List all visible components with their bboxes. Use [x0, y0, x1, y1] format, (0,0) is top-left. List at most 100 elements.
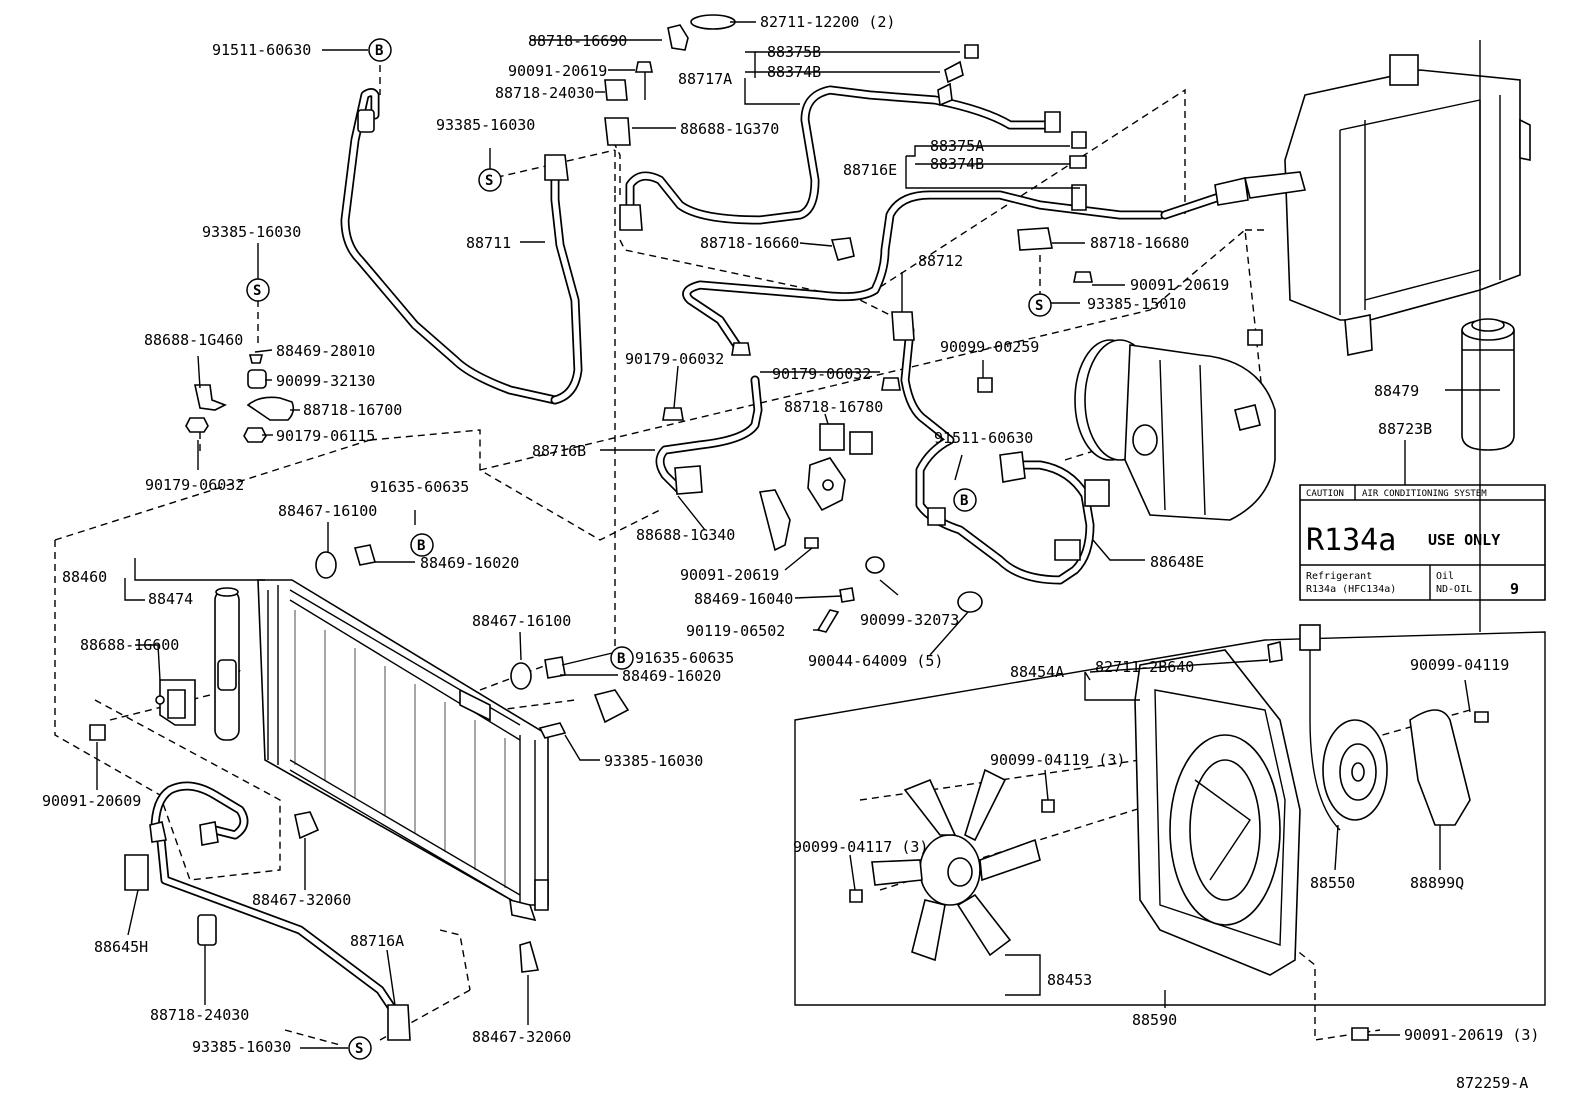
part-label: 82711-12200 (2) [760, 13, 895, 31]
part-label: 88453 [1047, 971, 1092, 989]
part-label: 90179-06115 [276, 427, 375, 445]
part-label: 88718-16700 [303, 401, 402, 419]
part-label: 90044-64009 (5) [808, 652, 943, 670]
leader-lines [96, 21, 1500, 1049]
part-label: 88899Q [1410, 874, 1464, 892]
ref-s-marker: S [1035, 298, 1043, 314]
part-label: 88718-16680 [1090, 234, 1189, 252]
part-label: 88688-1G370 [680, 120, 779, 138]
part-label: 88717A [678, 70, 732, 88]
ref-s-marker: S [355, 1041, 363, 1057]
part-label: 90099-04119 [1410, 656, 1509, 674]
part-label: 88467-32060 [472, 1028, 571, 1046]
part-label: 88688-1G460 [144, 331, 243, 349]
part-label: 88716E [843, 161, 897, 179]
part-label: 88716A [350, 932, 404, 950]
ref-b-marker: B [417, 538, 425, 554]
label-oil-type-text: ND-OIL [1436, 584, 1472, 595]
label-system-text: AIR CONDITIONING SYSTEM [1362, 489, 1487, 499]
part-label: 82711-2B640 [1095, 658, 1194, 676]
part-label: 88718-16660 [700, 234, 799, 252]
ref-b-marker: B [617, 651, 625, 667]
fan-assembly [794, 624, 1546, 1041]
part-label: 88469-28010 [276, 342, 375, 360]
part-label: 88467-16100 [472, 612, 571, 630]
label-use-only-text: USE ONLY [1428, 531, 1500, 549]
part-label: 88648E [1150, 553, 1204, 571]
diagram-id: 872259-A [1456, 1074, 1528, 1092]
part-label: 90091-20619 [1130, 276, 1229, 294]
part-label: 88469-16040 [694, 590, 793, 608]
part-label: 91511-60630 [934, 429, 1033, 447]
caution-label: CAUTION AIR CONDITIONING SYSTEM R134a US… [1299, 484, 1546, 601]
part-label: 90099-32073 [860, 611, 959, 629]
label-refrigerant-type-text: R134a (HFC134a) [1306, 584, 1396, 595]
part-labels: 91511-60630 93385-16030 93385-16030 8868… [42, 13, 1539, 1092]
part-label: 88716B [532, 442, 586, 460]
part-label: 88718-24030 [150, 1006, 249, 1024]
part-label: 90099-04117 (3) [793, 838, 928, 856]
part-label: 88688-1G600 [80, 636, 179, 654]
part-label: 88469-16020 [622, 667, 721, 685]
part-label: 90091-20609 [42, 792, 141, 810]
part-label: 93385-16030 [436, 116, 535, 134]
label-refrigerant-text: Refrigerant [1306, 571, 1372, 582]
part-label: 88467-32060 [252, 891, 351, 909]
part-label: 88688-1G340 [636, 526, 735, 544]
part-label: 93385-16030 [604, 752, 703, 770]
part-label: 90179-06032 [772, 365, 871, 383]
part-label: 93385-15010 [1087, 295, 1186, 313]
part-label: 88467-16100 [278, 502, 377, 520]
part-label: 88375A [930, 137, 984, 155]
part-label: 90099-00259 [940, 338, 1039, 356]
part-label: 88374B [767, 63, 821, 81]
part-label: 90099-04119 (3) [990, 751, 1125, 769]
part-label: 90091-20619 [680, 566, 779, 584]
part-label: 88375B [767, 43, 821, 61]
reference-markers: B S S S B B B S [246, 38, 1052, 1060]
part-label: 88723B [1378, 420, 1432, 438]
label-oil-text: Oil [1436, 571, 1454, 582]
label-caution-text: CAUTION [1306, 489, 1344, 499]
evaporator-unit [1214, 54, 1531, 356]
part-label: 88712 [918, 252, 963, 270]
part-label: 91635-60635 [370, 478, 469, 496]
part-label: 88645H [94, 938, 148, 956]
part-label: 93385-16030 [192, 1038, 291, 1056]
part-label: 90099-32130 [276, 372, 375, 390]
oil-can [1461, 318, 1515, 451]
part-label: 90091-20619 [508, 62, 607, 80]
part-label: 88454A [1010, 663, 1064, 681]
label-oil-number-text: 9 [1510, 580, 1519, 598]
part-label: 88479 [1374, 382, 1419, 400]
part-label: 90119-06502 [686, 622, 785, 640]
part-label: 88590 [1132, 1011, 1177, 1029]
part-label: 88718-16780 [784, 398, 883, 416]
part-label: 91511-60630 [212, 41, 311, 59]
condenser [257, 579, 549, 922]
part-label: 88460 [62, 568, 107, 586]
label-r134a-text: R134a [1306, 523, 1396, 558]
part-label: 90179-06032 [145, 476, 244, 494]
receiver-dryer [214, 587, 240, 741]
part-label: 88374B [930, 155, 984, 173]
compressor [1074, 329, 1276, 521]
part-label: 90091-20619 (3) [1404, 1026, 1539, 1044]
part-label: 88550 [1310, 874, 1355, 892]
fan-blades [871, 768, 1041, 962]
part-label: 88469-16020 [420, 554, 519, 572]
part-label: 93385-16030 [202, 223, 301, 241]
part-label: 91635-60635 [635, 649, 734, 667]
central-fittings [89, 14, 1110, 1041]
left-fittings [185, 109, 375, 443]
ref-b-marker: B [960, 493, 968, 509]
bracket-1g600 [155, 679, 196, 726]
part-label: 88474 [148, 590, 193, 608]
part-label: 90179-06032 [625, 350, 724, 368]
ref-b-marker: B [375, 43, 383, 59]
part-label: 88718-24030 [495, 84, 594, 102]
part-label: 88711 [466, 234, 511, 252]
ref-s-marker: S [485, 173, 493, 189]
ref-s-marker: S [253, 283, 261, 299]
